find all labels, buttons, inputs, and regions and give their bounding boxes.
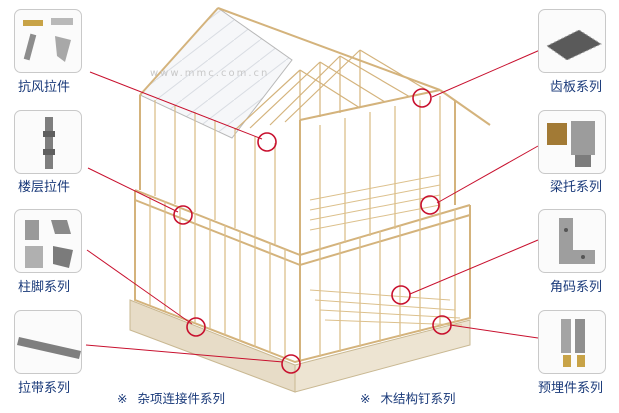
floor-joists: [309, 174, 463, 326]
product-card-joist-hanger[interactable]: [538, 110, 606, 174]
label-joist-hanger: 梁托系列: [550, 180, 603, 195]
angle-bracket-icon: [559, 218, 595, 264]
label-anchor: 预埋件系列: [538, 381, 604, 396]
floor-strap-icon: [43, 117, 55, 169]
anchor-icon: [561, 319, 585, 367]
label-truss-plate: 齿板系列: [550, 80, 603, 95]
label-angle-bracket: 角码系列: [550, 280, 603, 295]
callout-circles: [173, 88, 452, 374]
product-card-floor-strap[interactable]: [14, 110, 82, 174]
product-card-truss-plate[interactable]: [538, 9, 606, 73]
label-strap: 拉带系列: [18, 381, 71, 396]
footer-wood-nails-label: 木结构钉系列: [380, 391, 456, 406]
wind-tie-icon: [23, 18, 73, 62]
product-card-strap[interactable]: [14, 310, 82, 374]
strap-icon: [17, 337, 81, 359]
joist-hanger-icon: [547, 121, 595, 167]
product-card-anchor[interactable]: [538, 310, 606, 374]
footer-mark: ※: [117, 391, 128, 406]
roof-trusses: [234, 49, 431, 131]
product-card-angle-bracket[interactable]: [538, 209, 606, 273]
footer-wood-nails[interactable]: ※ 木结构钉系列: [360, 388, 455, 407]
product-card-wind-tie[interactable]: [14, 9, 82, 73]
post-base-icon: [25, 220, 73, 268]
label-wind-tie: 抗风拉件: [18, 80, 71, 95]
label-floor-strap: 楼层拉件: [18, 180, 71, 195]
leader-lines: [85, 49, 541, 363]
product-card-post-base[interactable]: [14, 209, 82, 273]
footer-misc-connectors[interactable]: ※ 杂项连接件系列: [117, 388, 225, 407]
truss-plate-icon: [546, 29, 603, 61]
concrete-foundation: [129, 299, 471, 393]
footer-misc-connectors-label: 杂项连接件系列: [137, 391, 225, 406]
watermark: www.mmc.com.cn: [150, 68, 270, 79]
footer-mark: ※: [360, 391, 371, 406]
label-post-base: 柱脚系列: [18, 280, 71, 295]
wall-studs: [149, 96, 456, 359]
